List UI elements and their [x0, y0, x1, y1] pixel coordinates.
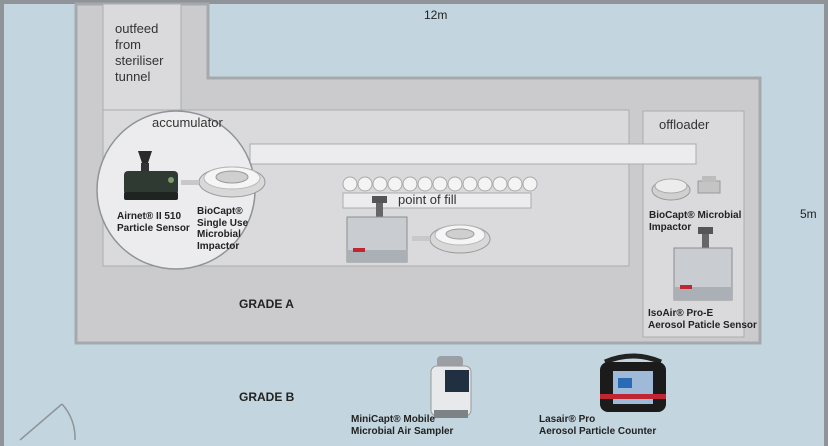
airnet-label: Airnet® II 510 Particle Sensor	[117, 211, 190, 234]
offloader-label: offloader	[659, 117, 710, 132]
lasair-label: Lasair® Pro Aerosol Particle Counter	[539, 414, 656, 437]
airnet-label-line: Airnet® II 510	[117, 211, 182, 222]
biocapt-single-use-label: BioCapt® Single Use Microbial Impactor	[197, 206, 248, 252]
point-of-fill-label: point of fill	[398, 192, 457, 207]
height-dimension-label: 5m	[800, 207, 817, 221]
width-dimension-label: 12m	[424, 8, 448, 22]
isoair-label: IsoAir® Pro-E Aerosol Paticle Sensor	[648, 308, 757, 331]
minicapt-label-line: Microbial Air Sampler	[351, 425, 454, 437]
isoair-offloader-icon	[673, 227, 733, 301]
biocapt-single-use-icon	[181, 166, 266, 198]
biocapt-microbial-icon	[651, 176, 721, 201]
accumulator-label: accumulator	[152, 115, 223, 130]
outfeed-label-line: outfeed	[115, 21, 159, 36]
outfeed-label-line: tunnel	[115, 69, 151, 84]
lasair-label-line: Aerosol Particle Counter	[539, 425, 657, 437]
lasair-label-line: Lasair® Pro	[539, 414, 596, 425]
lasair-icon	[600, 353, 666, 412]
conveyor	[249, 143, 697, 165]
isoair-point-of-fill-icon	[346, 196, 408, 263]
biocapt-single-use-label-line: Microbial	[197, 229, 241, 240]
vials	[342, 176, 538, 192]
door-swing	[19, 403, 76, 441]
airnet-label-line: Particle Sensor	[117, 222, 190, 234]
minicapt-icon	[430, 356, 472, 418]
point-of-fill-bar	[342, 192, 532, 209]
minicapt-label-line: MiniCapt® Mobile	[351, 414, 436, 425]
biocapt-microbial-label-line: BioCapt® Microbial	[649, 210, 742, 221]
biocapt-single-use-label-line: BioCapt®	[197, 206, 243, 217]
biocapt-point-of-fill-icon	[412, 224, 491, 254]
grade-b-label: GRADE B	[239, 390, 295, 404]
biocapt-single-use-label-line: Single Use	[197, 217, 249, 229]
biocapt-microbial-label: BioCapt® Microbial Impactor	[649, 210, 741, 233]
isoair-label-line: Aerosol Paticle Sensor	[648, 319, 757, 331]
biocapt-microbial-label-line: Impactor	[649, 221, 692, 233]
outfeed-label-line: from	[115, 37, 141, 52]
minicapt-label: MiniCapt® Mobile Microbial Air Sampler	[351, 414, 453, 437]
isoair-label-line: IsoAir® Pro-E	[648, 308, 714, 319]
grade-a-label: GRADE A	[239, 297, 294, 311]
outfeed-label-line: steriliser	[115, 53, 164, 68]
outfeed-label: outfeed from steriliser tunnel	[115, 21, 175, 85]
airnet-sensor-icon	[124, 151, 178, 200]
biocapt-single-use-label-line: Impactor	[197, 240, 240, 252]
outfeed-tunnel	[102, 3, 182, 111]
